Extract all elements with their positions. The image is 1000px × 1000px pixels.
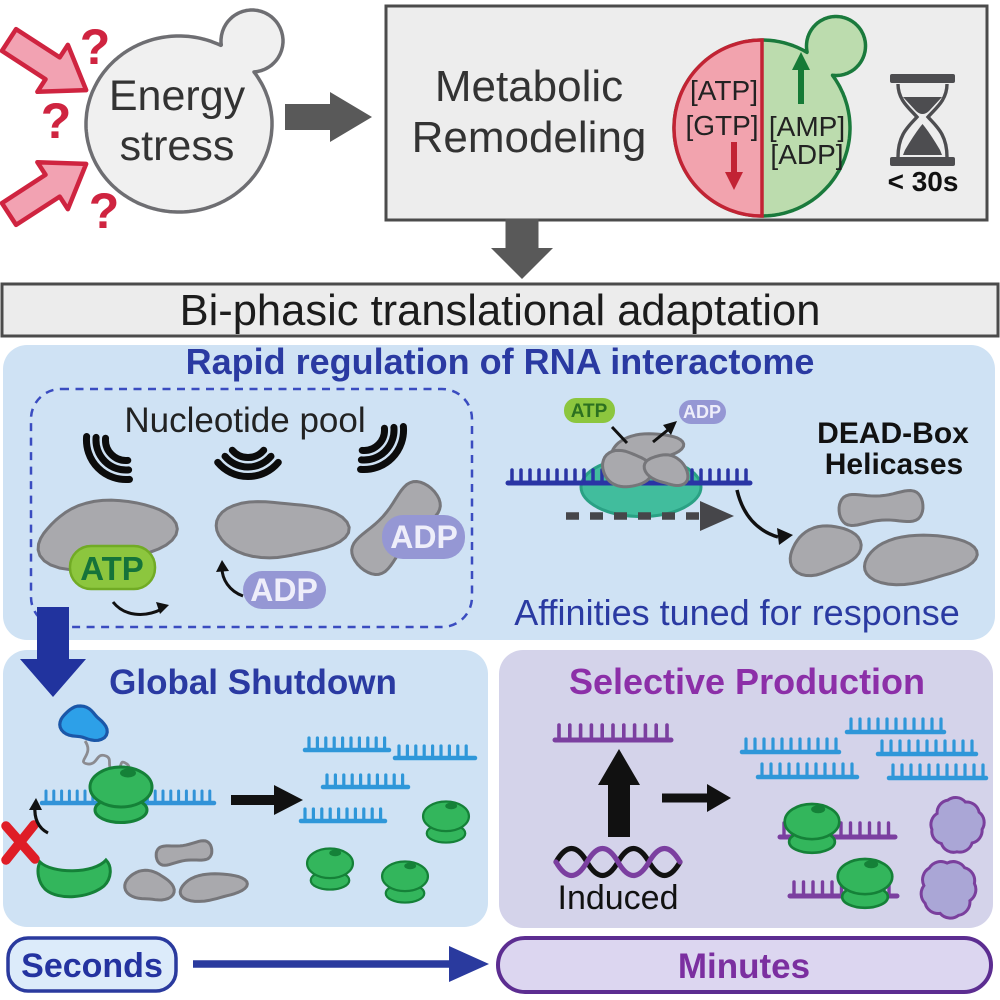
svg-text:Helicases: Helicases (825, 448, 963, 481)
svg-text:?: ? (41, 93, 72, 149)
svg-text:Induced: Induced (558, 879, 679, 917)
svg-text:[ATP]: [ATP] (690, 75, 758, 106)
svg-text:ADP: ADP (683, 402, 721, 422)
svg-text:DEAD-Box: DEAD-Box (817, 417, 969, 450)
svg-text:Remodeling: Remodeling (412, 113, 647, 162)
svg-text:ATP: ATP (571, 401, 608, 422)
svg-text:ATP: ATP (80, 550, 144, 587)
svg-text:Affinities tuned for response: Affinities tuned for response (514, 592, 960, 633)
svg-text:ADP: ADP (250, 572, 318, 608)
svg-text:Bi-phasic translational adapta: Bi-phasic translational adaptation (180, 287, 821, 335)
svg-text:stress: stress (120, 122, 235, 170)
svg-text:Selective Production: Selective Production (569, 661, 925, 702)
svg-text:?: ? (80, 19, 111, 75)
svg-text:ADP: ADP (390, 519, 458, 555)
svg-text:Seconds: Seconds (21, 947, 163, 985)
svg-text:Energy: Energy (109, 72, 246, 120)
svg-text:Nucleotide pool: Nucleotide pool (124, 401, 365, 440)
svg-text:< 30s: < 30s (888, 166, 959, 197)
svg-text:[GTP]: [GTP] (685, 110, 758, 141)
svg-text:?: ? (89, 183, 120, 239)
svg-text:Global Shutdown: Global Shutdown (109, 663, 397, 702)
svg-text:[AMP]: [AMP] (769, 111, 845, 142)
svg-text:Minutes: Minutes (678, 947, 810, 986)
svg-text:Rapid regulation of RNA intera: Rapid regulation of RNA interactome (186, 341, 815, 382)
svg-text:Metabolic: Metabolic (435, 62, 623, 111)
svg-text:[ADP]: [ADP] (770, 139, 843, 170)
